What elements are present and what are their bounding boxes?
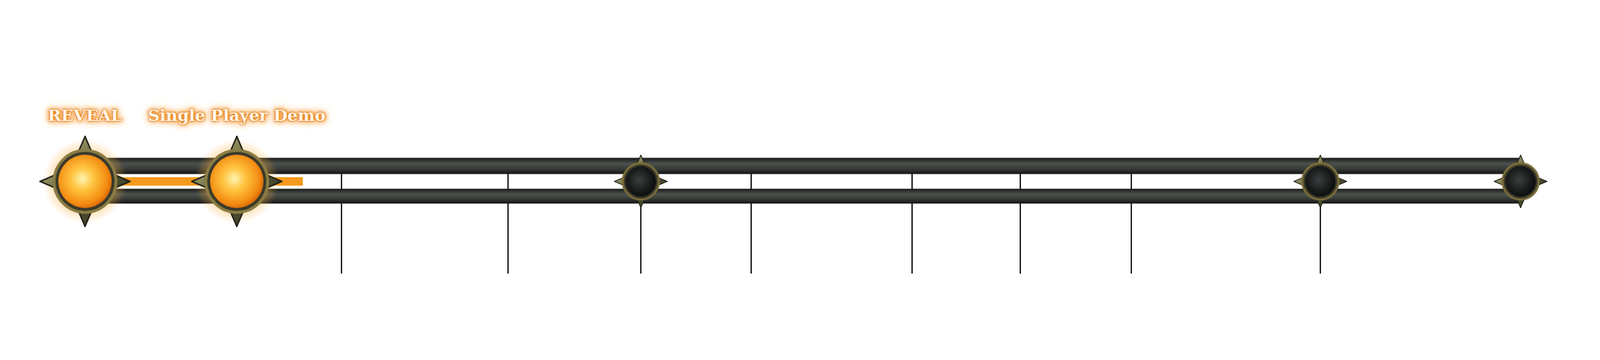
- milestone-orb: [1494, 155, 1548, 208]
- milestone-node: REVEAL: [39, 105, 131, 227]
- milestone-label: Single Player Demo: [148, 105, 327, 126]
- milestone-orb: [191, 135, 283, 227]
- tick-marks: [341, 173, 1321, 274]
- milestone-orb: [39, 135, 131, 227]
- milestone-orb: [614, 155, 668, 208]
- milestone-node: Single Player Demo: [148, 105, 327, 227]
- milestone-orb: [1294, 155, 1348, 208]
- milestone-label: REVEAL: [47, 105, 123, 126]
